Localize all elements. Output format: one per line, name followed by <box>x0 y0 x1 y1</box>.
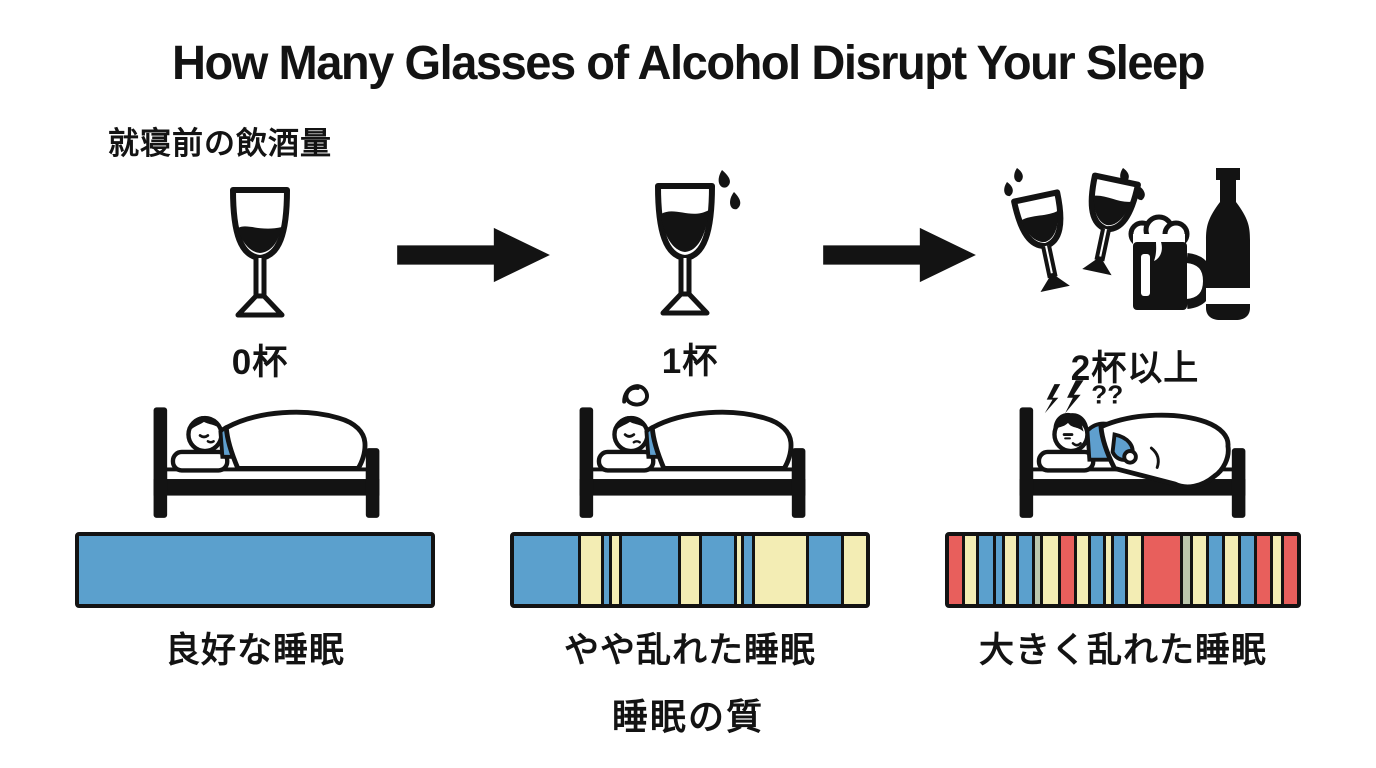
sleep-bar-segment-red <box>949 536 963 604</box>
column-2-drink: 2杯以上 <box>1000 166 1270 391</box>
sleep-bar-segment-yellow <box>1002 536 1017 604</box>
sleep-bar-segment-blue <box>976 536 993 604</box>
sleep-bar-segment-yellow <box>609 536 619 604</box>
sleeper-restless-icon <box>579 384 806 518</box>
sleep-bar-segment-green <box>1032 536 1041 604</box>
drink-count-label: 2杯以上 <box>1070 349 1200 388</box>
page-title: How Many Glasses of Alcohol Disrupt Your… <box>172 37 1205 90</box>
blanket <box>223 409 368 471</box>
sleep-quality-bar-disrupted <box>945 532 1301 608</box>
sleeper-distressed-icon: ?? <box>1019 380 1246 518</box>
sleep-bar-segment-blue <box>1110 536 1126 604</box>
sleep-bar-segment-yellow <box>1074 536 1089 604</box>
hair <box>614 416 648 433</box>
wine-glass-icon <box>1081 172 1141 276</box>
drink-count-label: 0杯 <box>231 343 289 382</box>
sleep-quality-axis-label: 睡眠の質 <box>611 696 764 737</box>
sleep-bar-segment-blue <box>806 536 841 604</box>
right-arrow-icon <box>397 227 550 283</box>
sleep-bar-segment-blue <box>618 536 678 604</box>
bottle-icon <box>1205 168 1250 320</box>
blanket-fold <box>1149 446 1160 469</box>
wine-glass-half-splash-icon <box>655 170 741 316</box>
sleep-bar-segment-yellow <box>577 536 602 604</box>
sleep-bar-segment-yellow <box>1102 536 1111 604</box>
sleep-bar-segment-yellow <box>1269 536 1281 604</box>
drinks-axis-label: 就寝前の飲酒量 <box>108 126 332 161</box>
sleep-bar-segment-yellow <box>1040 536 1059 604</box>
lightning-icon <box>1044 384 1061 414</box>
sleep-bar-segment-blue <box>992 536 1003 604</box>
sleep-bar-segment-blue <box>741 536 753 604</box>
lightning-icon <box>1065 380 1084 414</box>
distressed-mouth <box>1071 442 1082 447</box>
sleep-bar-segment-green <box>1180 536 1190 604</box>
wine-glass-icon <box>1010 189 1070 293</box>
sleep-bar-segment-blue <box>514 536 578 604</box>
question-marks: ?? <box>1091 380 1123 410</box>
smile <box>206 440 215 444</box>
sleep-bar-segment-blue <box>1205 536 1222 604</box>
sleep-bar-segment-blue <box>1088 536 1103 604</box>
messy-hair <box>1053 412 1089 432</box>
right-arrow-icon <box>823 227 976 283</box>
sleeper-peaceful-icon <box>153 407 380 518</box>
sleep-bar-segment-yellow <box>677 536 700 604</box>
blanket <box>649 409 794 471</box>
restless-scribble-icon <box>622 384 649 407</box>
sleep-bar-segment-red <box>1141 536 1181 604</box>
sleep-bar-segment-yellow <box>840 536 866 604</box>
quality-label-mild: やや乱れた睡眠 <box>563 631 816 670</box>
wine-glass-low-icon <box>230 187 290 318</box>
sleep-bar-segment-red <box>1058 536 1075 604</box>
sleep-bar-segment-blue <box>1016 536 1033 604</box>
beer-mug-icon <box>1128 214 1213 310</box>
sleep-bar-segment-blue <box>601 536 610 604</box>
quality-label-good: 良好な睡眠 <box>164 631 345 670</box>
sleep-bar-segment-yellow <box>1189 536 1206 604</box>
column-0-drink: 0杯 <box>170 182 350 385</box>
hair <box>188 416 222 433</box>
column-1-drink: 1杯 <box>600 168 780 384</box>
sleep-bar-segment-yellow <box>962 536 977 604</box>
sleep-bar-segment-yellow <box>1125 536 1142 604</box>
sleep-bar-segment-blue <box>79 536 431 604</box>
messy-blanket <box>1098 412 1231 490</box>
sleep-bar-segment-red <box>1253 536 1270 604</box>
sleep-bar-segment-yellow <box>752 536 807 604</box>
closed-eye <box>623 433 636 438</box>
sleep-bar-segment-yellow <box>733 536 742 604</box>
sleep-bar-segment-yellow <box>1221 536 1238 604</box>
two-wine-glasses-beer-mug-bottle-icon <box>1003 168 1250 320</box>
frown <box>632 440 641 444</box>
hand <box>1122 449 1138 465</box>
sleep-bar-segment-red <box>1281 536 1297 604</box>
closed-eye <box>198 434 210 439</box>
quality-label-disrupted: 大きく乱れた睡眠 <box>978 631 1267 670</box>
sleep-bar-segment-blue <box>1237 536 1254 604</box>
drink-count-label: 1杯 <box>661 342 719 381</box>
sleep-quality-bar-mild <box>510 532 870 608</box>
sleep-bar-segment-blue <box>699 536 734 604</box>
sleep-quality-bar-good <box>75 532 435 608</box>
